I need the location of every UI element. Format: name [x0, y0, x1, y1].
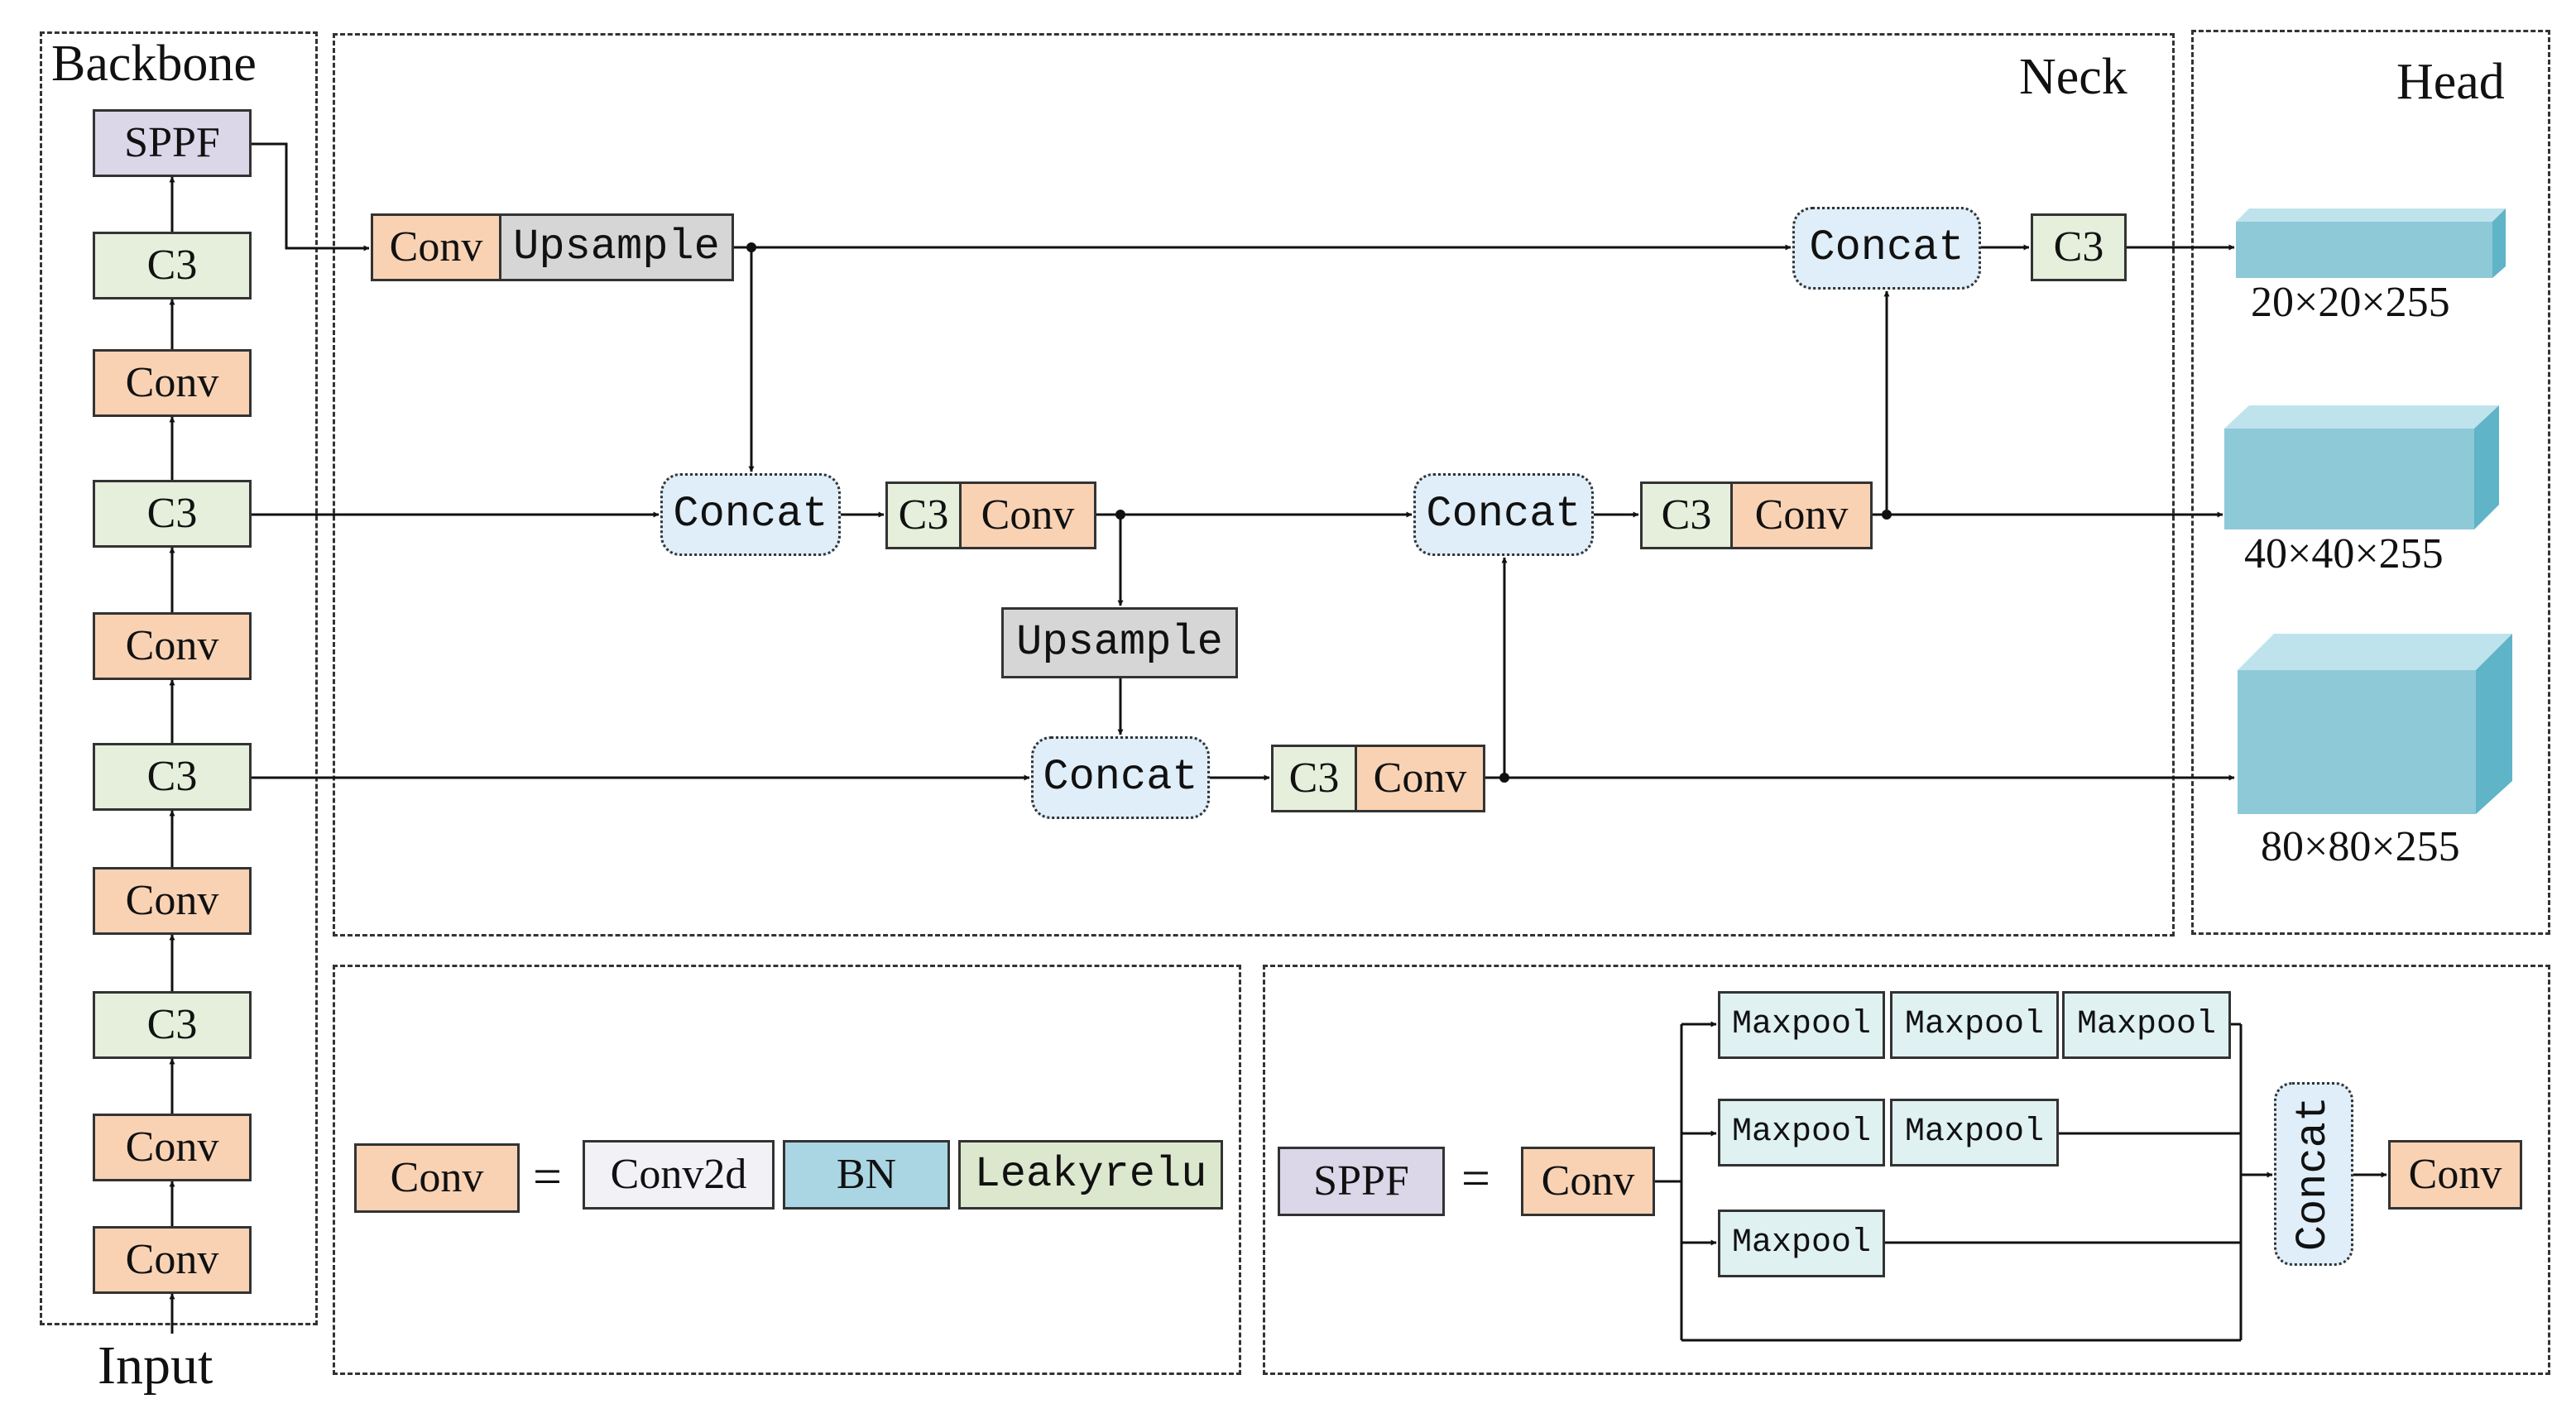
legend-maxpool-r2-2: Maxpool: [1890, 1099, 2059, 1166]
legend-maxpool-r2-1: Maxpool: [1718, 1099, 1885, 1166]
backbone-region: [40, 31, 318, 1325]
legend-conv-equals: =: [533, 1149, 562, 1205]
legend-bn-block: BN: [783, 1140, 950, 1210]
legend-conv2d-block: Conv2d: [583, 1140, 775, 1210]
backbone-c3-3: C3: [93, 480, 252, 548]
neck-low-conv: Conv: [1355, 745, 1485, 812]
legend-sppf-concat: Concat: [2274, 1082, 2353, 1266]
backbone-conv-4: Conv: [93, 349, 252, 417]
backbone-label: Backbone: [51, 36, 257, 92]
neck-mid1-c3: C3: [885, 481, 962, 549]
neck-mid-upsample: Upsample: [1001, 607, 1238, 678]
backbone-sppf: SPPF: [93, 109, 252, 177]
legend-conv-block: Conv: [354, 1143, 520, 1213]
neck-top-conv: Conv: [371, 213, 501, 281]
neck-low-c3: C3: [1271, 745, 1357, 812]
legend-leakyrelu-block: Leakyrelu: [958, 1140, 1223, 1210]
neck-top-c3: C3: [2031, 213, 2127, 281]
neck-concat-mid2: Concat: [1413, 473, 1594, 556]
head-out-80-label: 80×80×255: [2261, 823, 2460, 870]
backbone-conv-0: Conv: [93, 1226, 252, 1294]
neck-label: Neck: [2019, 49, 2127, 105]
legend-maxpool-r1-3: Maxpool: [2062, 991, 2231, 1059]
backbone-conv-3: Conv: [93, 612, 252, 680]
legend-maxpool-r3-1: Maxpool: [1718, 1210, 1885, 1277]
legend-maxpool-r1-2: Maxpool: [1890, 991, 2059, 1059]
head-out-20-label: 20×20×255: [2251, 279, 2450, 326]
input-label: Input: [98, 1335, 213, 1396]
legend-maxpool-r1-1: Maxpool: [1718, 991, 1885, 1059]
legend-sppf-block: SPPF: [1278, 1147, 1445, 1216]
backbone-c3-1: C3: [93, 991, 252, 1059]
head-output-boxes: [2224, 208, 2512, 814]
neck-mid1-conv: Conv: [959, 481, 1096, 549]
backbone-conv-2: Conv: [93, 867, 252, 935]
backbone-c3-4: C3: [93, 232, 252, 299]
neck-concat-mid1: Concat: [660, 473, 841, 556]
legend-sppf-equals: =: [1461, 1151, 1490, 1207]
legend-sppf-conv-out: Conv: [2388, 1140, 2522, 1210]
conv-legend-region: [333, 965, 1241, 1375]
neck-mid2-conv: Conv: [1730, 481, 1873, 549]
backbone-conv-1: Conv: [93, 1114, 252, 1181]
backbone-c3-2: C3: [93, 743, 252, 811]
sppf-legend-region: [1263, 965, 2550, 1375]
head-out-40-label: 40×40×255: [2244, 530, 2444, 577]
neck-region: [333, 33, 2175, 937]
head-label: Head: [2396, 54, 2505, 110]
neck-top-upsample: Upsample: [499, 213, 734, 281]
head-region: [2191, 30, 2550, 935]
neck-concat-low: Concat: [1031, 736, 1210, 819]
legend-sppf-conv-in: Conv: [1521, 1147, 1655, 1216]
neck-concat-top: Concat: [1792, 207, 1981, 290]
